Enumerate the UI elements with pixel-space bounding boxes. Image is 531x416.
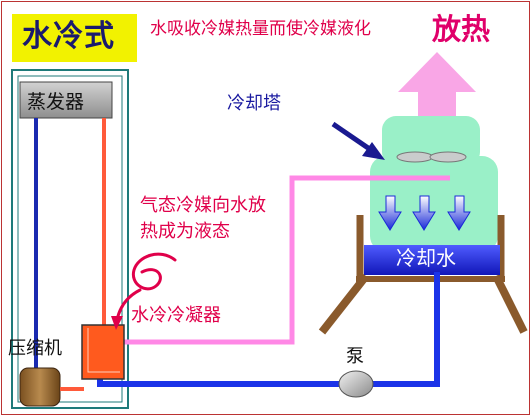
heat-release-label: 放热	[432, 12, 491, 46]
condenser-box	[81, 324, 125, 380]
compressor-label: 压缩机	[8, 338, 62, 359]
pump-label: 泵	[346, 346, 364, 367]
title-background	[12, 14, 137, 62]
pump-body	[338, 370, 374, 398]
handwritten-mark	[131, 252, 177, 291]
fan-blade-right	[429, 151, 467, 163]
tower-pointer-head	[362, 142, 385, 160]
condenser-pointer-head	[111, 316, 123, 330]
cooling-water-label: 冷却水	[396, 246, 456, 270]
condenser-highlight	[87, 328, 120, 373]
tower-leg-left	[318, 273, 370, 335]
cooling-water-basin	[364, 245, 500, 275]
indoor-unit-frame	[11, 69, 129, 409]
gas-refrigerant-note: 气态冷媒向水放 热成为液态	[140, 195, 266, 242]
compressor-body	[19, 367, 61, 407]
water-flow-arrow	[378, 195, 402, 231]
tower-pointer-shaft	[331, 121, 376, 155]
water-flow-arrow	[412, 195, 436, 231]
evaporator-box	[19, 81, 113, 119]
heat-release-arrow	[398, 52, 476, 130]
diagram-title: 水冷式	[22, 19, 115, 54]
tower-leg-right	[492, 274, 528, 334]
indoor-unit-inner-frame	[17, 75, 123, 403]
condenser-label: 水冷冷凝器	[131, 305, 221, 326]
fan-blade-left	[396, 151, 434, 163]
diagram-description: 水吸收冷媒热量而使冷媒液化	[150, 19, 371, 39]
cooling-tower-label: 冷却塔	[227, 93, 281, 114]
evaporator-label: 蒸发器	[27, 91, 85, 113]
water-flow-arrow	[447, 195, 471, 231]
